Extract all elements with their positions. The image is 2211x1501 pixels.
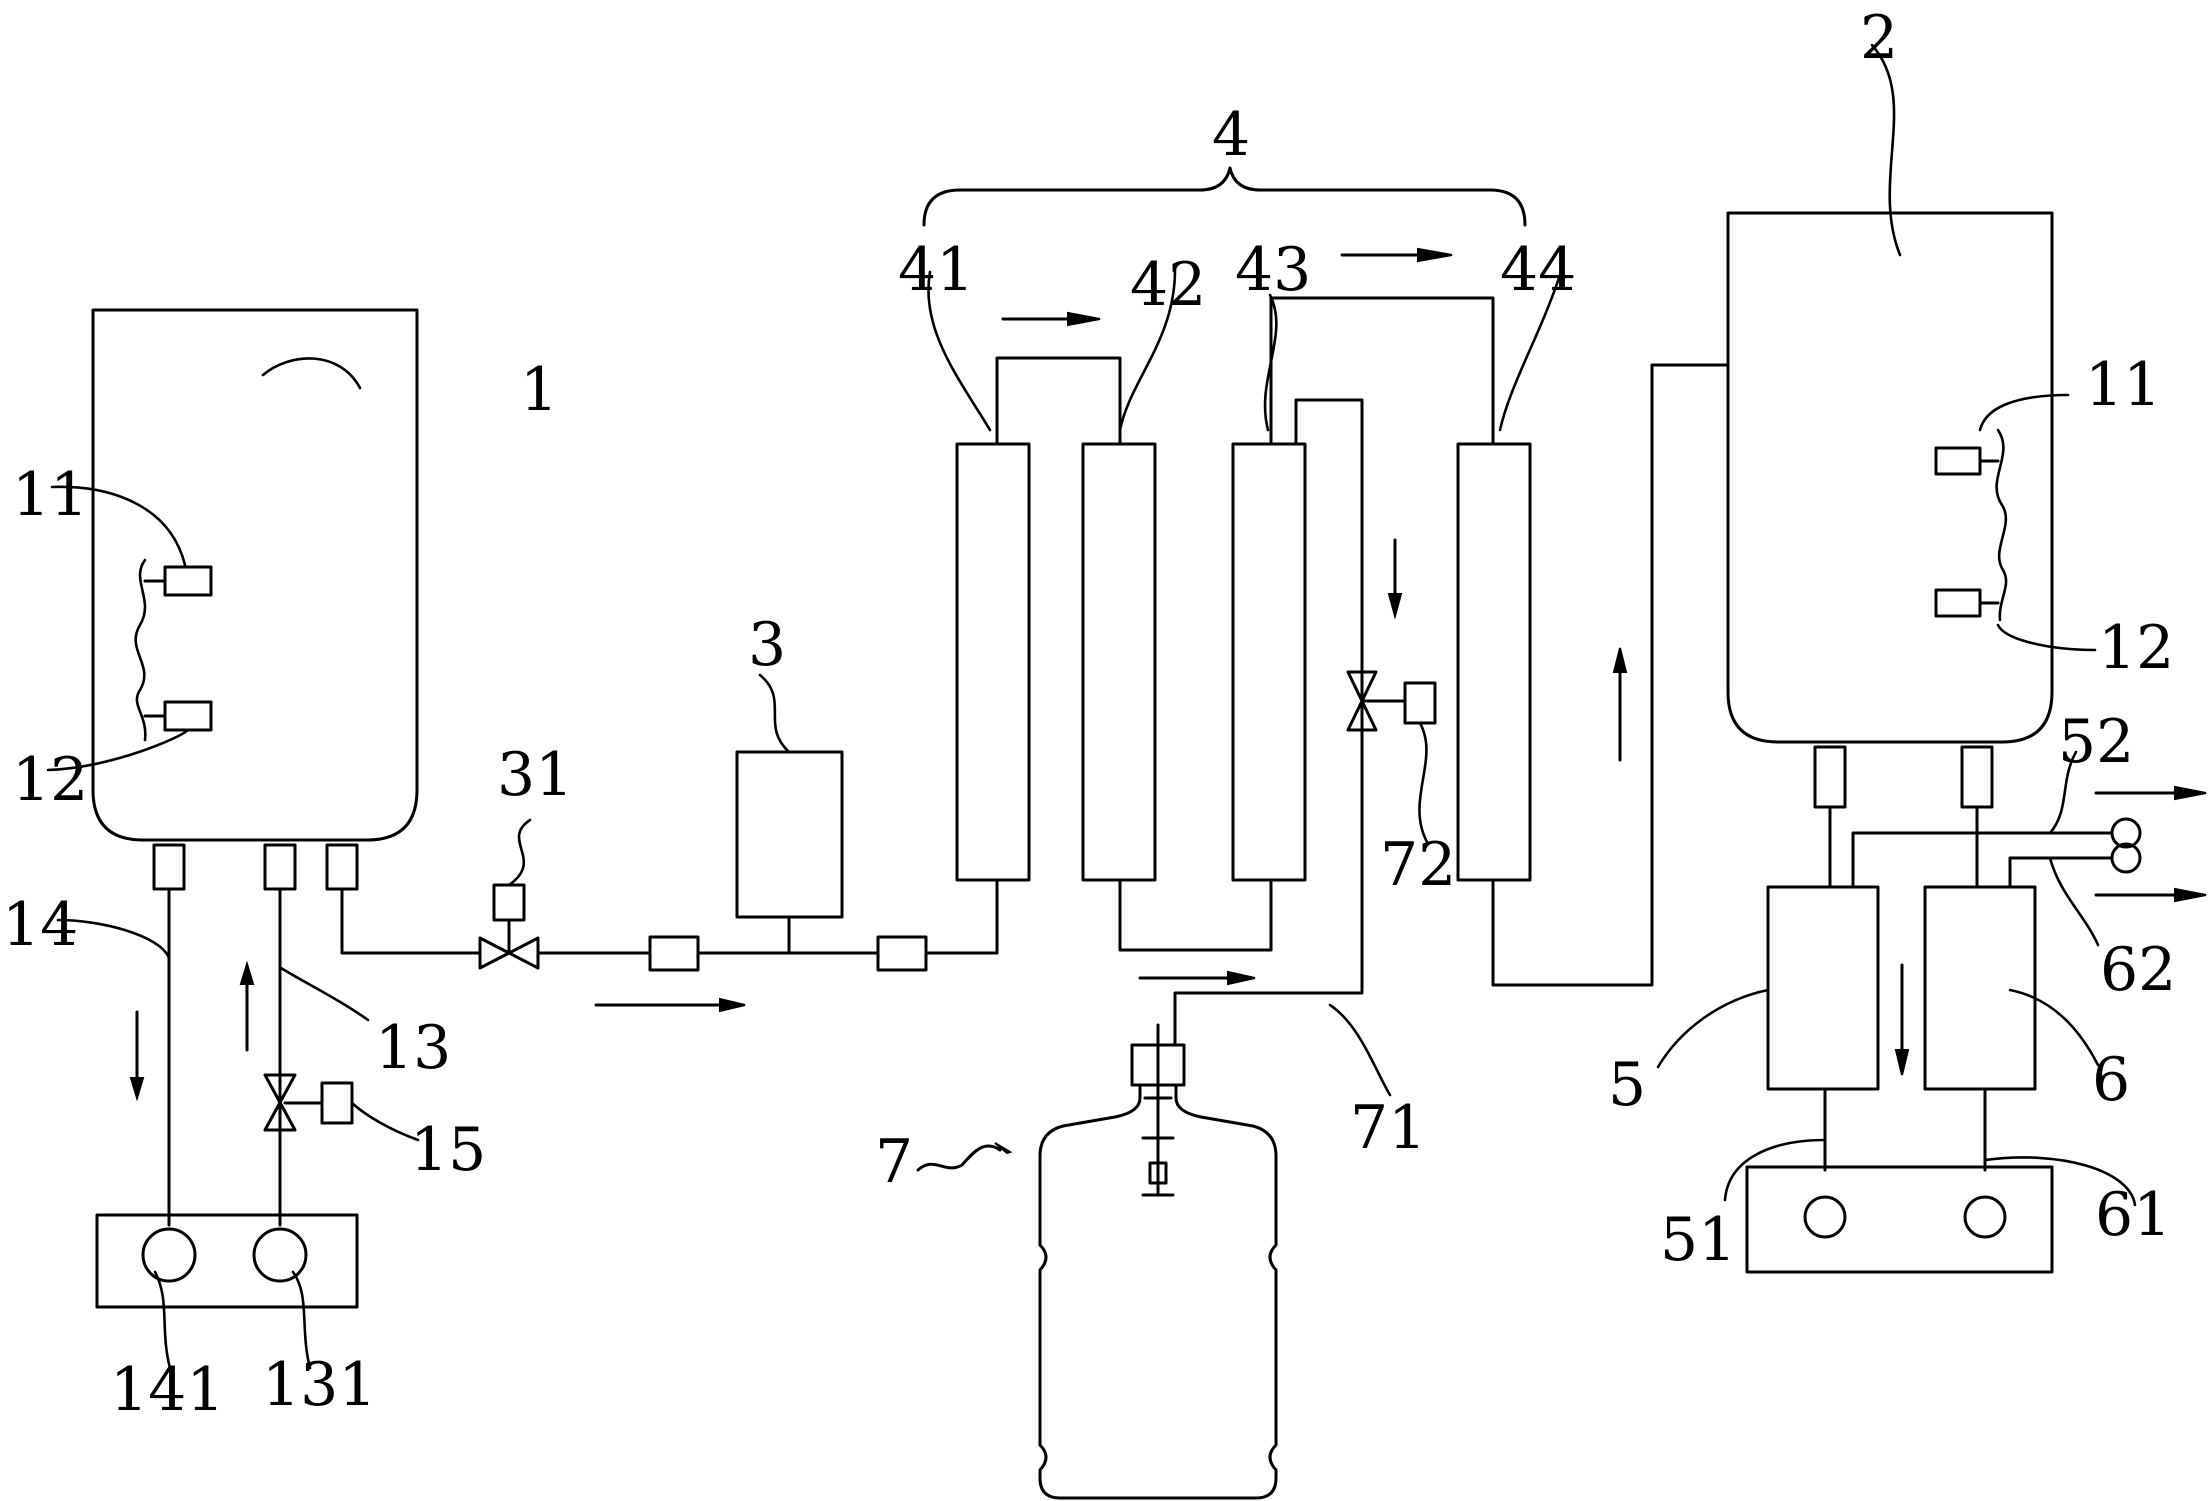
flow-arrow-down-14 [129, 1010, 145, 1102]
flow-arrow-41-42 [1001, 311, 1101, 327]
flow-arrow-bottom [1138, 970, 1256, 986]
pump-61 [1963, 1195, 2007, 1239]
label-11-left: 11 [12, 460, 88, 530]
label-62: 62 [2100, 935, 2176, 1005]
unit-6 [1923, 885, 2037, 1091]
label-72: 72 [1380, 830, 1456, 900]
label-12-right: 12 [2098, 613, 2174, 683]
filter-41 [955, 442, 1031, 882]
unit-3 [735, 750, 844, 955]
label-43: 43 [1235, 235, 1311, 305]
pump-box-right [1745, 1165, 2054, 1274]
tank-2-nozzles [1813, 745, 1994, 809]
flow-arrow-down-right [1894, 963, 1910, 1076]
valve-31 [478, 883, 540, 970]
label-3: 3 [748, 610, 786, 680]
label-131: 131 [262, 1350, 377, 1420]
sensor-wire-right [1995, 428, 2008, 622]
flow-arrow-up-right [1612, 647, 1628, 762]
label-31: 31 [497, 740, 573, 810]
pump-141 [141, 1227, 197, 1283]
tank-1 [91, 308, 419, 842]
flow-arrow-main [594, 997, 746, 1013]
label-11-right: 11 [2085, 350, 2161, 420]
sensor-12-right [1934, 588, 2000, 618]
right-piping [1823, 805, 2142, 1172]
label-71: 71 [1350, 1093, 1426, 1163]
label-7: 7 [875, 1127, 913, 1197]
label-5: 5 [1608, 1050, 1646, 1120]
label-141: 141 [110, 1355, 225, 1425]
flow-arrow-down-72 [1387, 538, 1403, 620]
filter-connections [995, 296, 1730, 1047]
main-pipe [340, 878, 999, 972]
flow-arrow-up-13 [239, 960, 255, 1052]
bottle-7-pointer [916, 1144, 1002, 1172]
sensor-wire-left [134, 558, 147, 742]
label-42: 42 [1130, 250, 1206, 320]
filter-44 [1456, 442, 1532, 882]
label-6: 6 [2092, 1045, 2130, 1115]
label-61: 61 [2095, 1180, 2171, 1250]
tank-2 [1726, 211, 2054, 744]
label-12-left: 12 [12, 745, 88, 815]
valve-15 [263, 1073, 354, 1132]
label-51: 51 [1660, 1205, 1736, 1275]
label-52: 52 [2058, 707, 2134, 777]
label-15: 15 [410, 1115, 486, 1185]
pump-51 [1803, 1195, 1847, 1239]
flow-arrow-52 [2094, 785, 2207, 801]
label-2: 2 [1860, 3, 1898, 73]
leader-lines [46, 43, 2137, 1370]
filter-42 [1081, 442, 1157, 882]
bottle-7 [1038, 1023, 1278, 1500]
label-14: 14 [2, 890, 78, 960]
pump-131 [252, 1227, 308, 1283]
label-44: 44 [1500, 235, 1576, 305]
tank-1-nozzles [152, 843, 359, 891]
flow-arrow-62 [2094, 887, 2207, 903]
label-4: 4 [1212, 100, 1250, 170]
filter-43 [1231, 442, 1307, 882]
brace-4 [922, 166, 1527, 227]
labels: 1 11 12 14 13 15 141 131 31 3 4 41 42 43… [2, 3, 2176, 1425]
sensor-11-right [1934, 446, 2000, 476]
unit-5 [1766, 885, 1880, 1091]
sensor-12-left [143, 700, 213, 732]
pump-box-left [95, 1213, 359, 1309]
label-41: 41 [898, 235, 974, 305]
label-13: 13 [375, 1013, 451, 1083]
label-1: 1 [520, 355, 558, 425]
flow-arrow-43-44 [1340, 247, 1453, 263]
sensor-11-left [143, 565, 213, 597]
